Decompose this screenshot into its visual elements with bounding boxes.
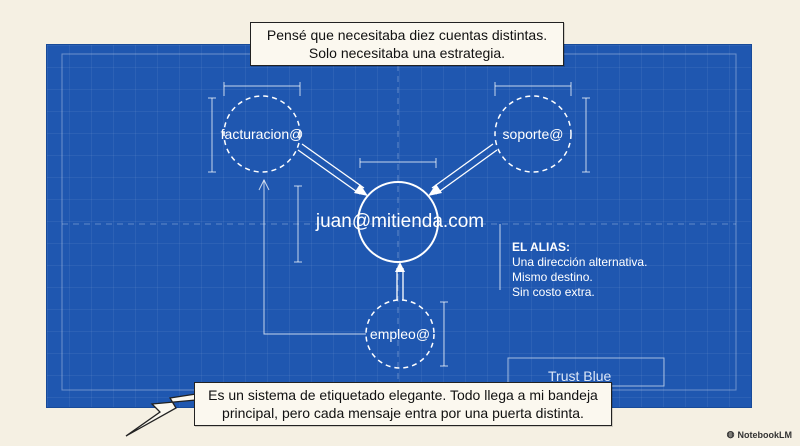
node-label-main-address: juan@mitienda.com [315, 211, 485, 232]
arrow-facturacion [297, 143, 368, 196]
node-circle-main [357, 181, 439, 263]
alias-title: EL ALIAS: [512, 240, 571, 254]
brand-name: NotebookLM [737, 429, 793, 440]
node-label-soporte: soporte@ [502, 126, 564, 142]
alias-line-3: Sin costo extra. [512, 285, 595, 299]
arrow-soporte [428, 143, 498, 196]
callout-top-line-2: Solo necesitaba una estrategia. [308, 45, 506, 61]
callout-bottom: Es un sistema de etiquetado elegante. To… [194, 382, 612, 426]
alias-line-2: Mismo destino. [512, 270, 593, 284]
node-label-facturacion: facturacion@ [220, 126, 304, 142]
notebooklm-icon: ◍ [726, 429, 735, 439]
node-circle-empleo [365, 299, 435, 369]
stamp-label: Trust Blue [548, 368, 612, 384]
brand-logo: ◍ NotebookLM [727, 429, 792, 440]
node-circle-facturacion [223, 95, 301, 173]
callout-top-line-1: Pensé que necesitaba diez cuentas distin… [266, 27, 548, 43]
arrow-empleo [395, 262, 405, 300]
node-label-empleo: empleo@ [369, 326, 431, 342]
blueprint-panel [46, 44, 752, 408]
alias-line-1: Una dirección alternativa. [512, 255, 648, 269]
node-circle-soporte [494, 95, 572, 173]
callout-bottom-line-2: principal, pero cada mensaje entra por u… [222, 405, 584, 421]
callout-top: Pensé que necesitaba diez cuentas distin… [250, 22, 564, 66]
dimension-marks [208, 82, 590, 367]
callout-pointer [125, 393, 197, 437]
callout-bottom-line-1: Es un sistema de etiquetado elegante. To… [208, 387, 598, 403]
alias-definition: EL ALIAS: Una dirección alternativa. Mis… [512, 240, 647, 300]
